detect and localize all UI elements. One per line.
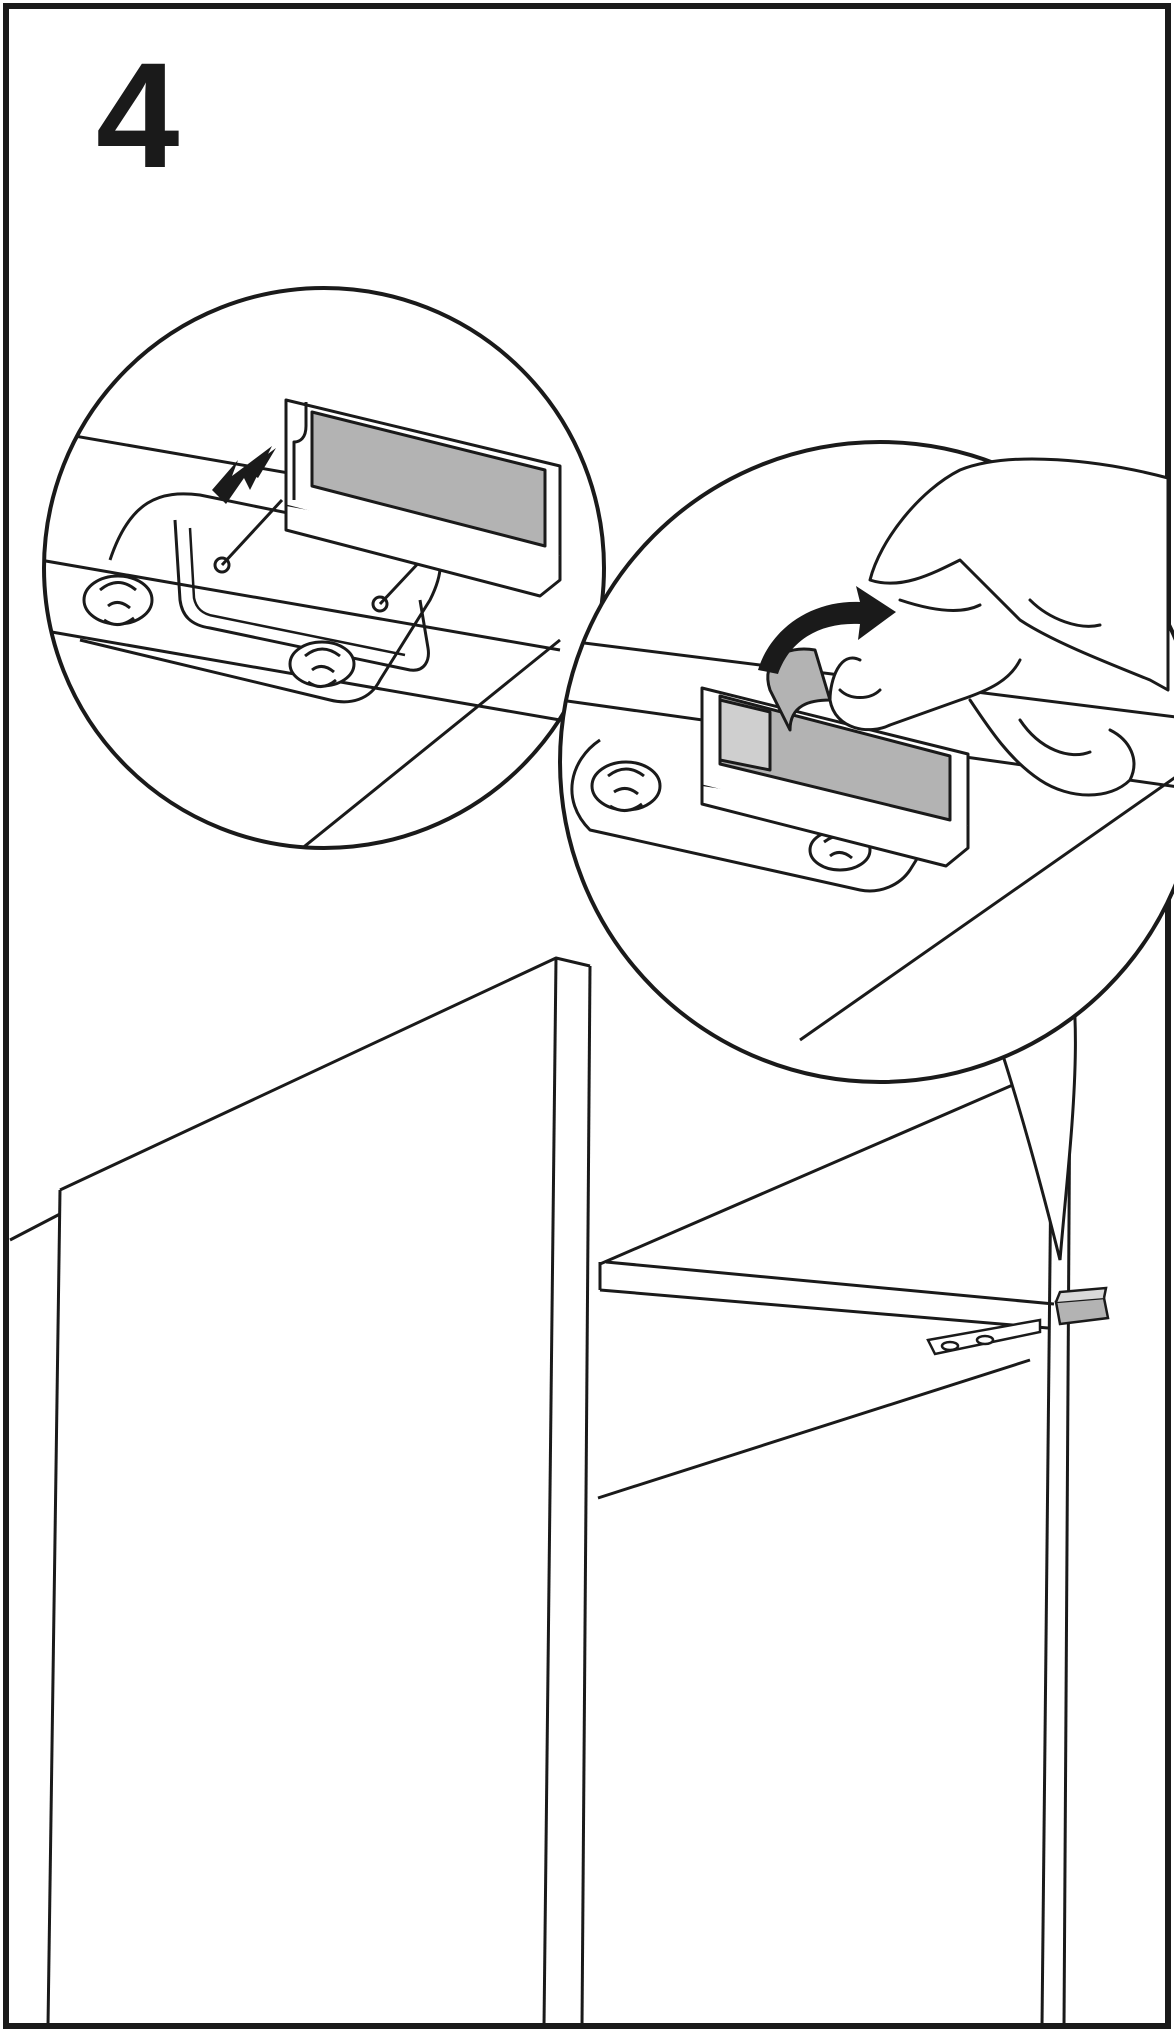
cabinet-side-back-edge	[580, 965, 592, 2027]
cabinet-right-back-edge	[1062, 1061, 1072, 2027]
magnet-catch	[700, 647, 970, 868]
detail-circle-slide	[42, 286, 606, 850]
magnet-catch	[284, 398, 562, 598]
step-number: 4	[96, 31, 180, 199]
screw-icon	[82, 574, 154, 626]
panel-border	[3, 3, 1171, 2029]
wall-line	[9, 1212, 61, 1242]
latch-small	[926, 1286, 1110, 1356]
hand-illustration	[828, 457, 1170, 797]
cabinet-side-front-edge	[46, 1189, 62, 2027]
back-rail-top	[605, 1260, 1055, 1306]
detail-circle-peel	[558, 440, 1174, 1084]
screw-icon	[288, 640, 356, 688]
adhesive-tape	[310, 410, 547, 548]
arrow-left-icon	[212, 446, 276, 504]
back-rail-bottom	[599, 1288, 1049, 1330]
curved-arrow-icon	[758, 586, 896, 674]
rail-lower-edge	[597, 1358, 1031, 1500]
cabinet-side-top-edge	[59, 956, 591, 1192]
cabinet	[9, 956, 1072, 2027]
top-rail-front	[599, 1066, 1053, 1266]
cabinet-side-inner-edge	[542, 957, 558, 2027]
screw-icon	[590, 760, 662, 812]
